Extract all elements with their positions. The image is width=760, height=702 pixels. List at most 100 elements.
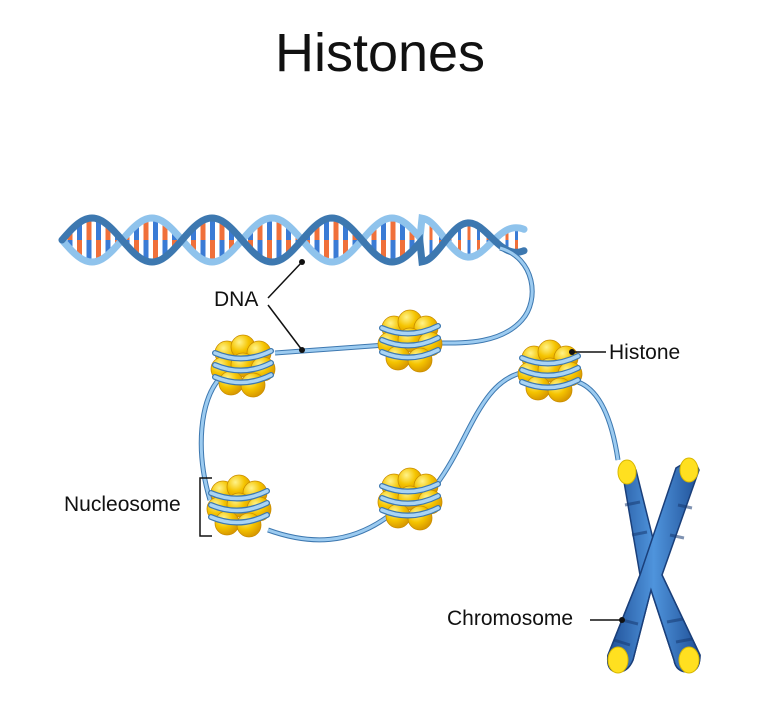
dna-wrap: [209, 513, 269, 525]
dna-base: [458, 240, 461, 254]
dna-base: [505, 240, 509, 250]
dna-base: [314, 224, 320, 240]
dna-base: [210, 240, 215, 262]
dna-base: [324, 240, 329, 262]
dna-base: [200, 220, 206, 240]
dna-base: [276, 219, 282, 240]
nucleosome-5: [517, 339, 583, 403]
dna-base: [343, 223, 348, 240]
dna-wrap: [213, 349, 273, 361]
dna-base: [86, 218, 92, 240]
dna-base: [286, 225, 291, 240]
dna-base: [371, 240, 377, 253]
dna-base: [86, 240, 92, 262]
dna-base: [191, 240, 196, 253]
dna-base: [143, 219, 149, 240]
nucleosome-label: Nucleosome: [64, 493, 181, 516]
dna-base: [219, 220, 225, 240]
dna-base: [210, 218, 215, 240]
dna-base: [409, 229, 415, 240]
dna-base: [429, 222, 433, 240]
dna-wrap: [520, 354, 580, 366]
dna-base: [162, 222, 168, 240]
dna-base: [458, 226, 461, 240]
dna-base: [324, 218, 329, 240]
dna-base: [229, 228, 234, 240]
chromosome-telomere-top-left: [617, 459, 637, 485]
chromosome-telomere-top-right: [679, 457, 699, 483]
dna-strand-2: [58, 214, 528, 266]
chromosome-shape: [606, 457, 701, 674]
dna-base: [229, 240, 234, 252]
dna-base: [267, 240, 272, 262]
nucleosome-3: [206, 474, 272, 538]
dna-base: [257, 222, 263, 240]
dna-base: [390, 240, 396, 262]
dna-base: [381, 220, 386, 240]
leader-dots: [299, 259, 625, 623]
dna-base: [333, 218, 339, 240]
dna-wrap: [380, 348, 440, 360]
dna-base: [371, 227, 377, 240]
dna-wrap: [380, 324, 440, 336]
dna-wrap: [213, 361, 273, 373]
nucleosome-4: [377, 467, 443, 531]
dna-base: [191, 227, 196, 240]
dna-label: DNA: [214, 288, 259, 311]
dna-base: [400, 240, 405, 259]
dna-base: [333, 240, 339, 262]
dna-wrap: [520, 378, 580, 390]
dna-base: [409, 240, 415, 251]
leader-lines: [199, 261, 622, 621]
dna-wrap: [209, 489, 269, 501]
dna-wrap: [380, 506, 440, 518]
dna-base: [477, 240, 480, 254]
dna-base: [467, 222, 471, 240]
dna-base: [390, 218, 396, 240]
dna-base: [134, 224, 139, 240]
dna-base: [143, 240, 149, 261]
dna-base: [515, 227, 518, 240]
nucleosome-2: [377, 309, 443, 373]
dna-strand-1: [58, 214, 528, 266]
dna-base: [276, 240, 282, 261]
histone-label: Histone: [609, 341, 681, 364]
dna-base: [162, 240, 168, 258]
dna-base: [153, 218, 158, 240]
chromosome-telomere-bottom-left: [607, 646, 629, 674]
dna-base: [96, 219, 101, 240]
dna-base: [400, 221, 405, 240]
dna-base: [257, 240, 263, 258]
dna-base: [134, 240, 139, 256]
dna-base: [105, 240, 111, 255]
dna-base: [77, 222, 82, 240]
dna-base: [219, 240, 225, 260]
chromosome-label: Chromosome: [447, 607, 574, 630]
diagram-title: Histones: [274, 23, 486, 83]
linker-dna: [198, 245, 621, 543]
dna-base: [286, 240, 291, 255]
dna-base: [153, 240, 158, 262]
dna-wrap: [520, 366, 580, 378]
dna-wrap: [380, 336, 440, 348]
dna-base: [505, 230, 509, 240]
dna-base: [200, 240, 206, 260]
dna-leader-upper: [267, 261, 303, 299]
nucleosome-group: [206, 309, 583, 538]
dna-base: [515, 240, 518, 253]
dna-wrap: [380, 494, 440, 506]
dna-base: [267, 218, 272, 240]
dna-wrap: [213, 373, 273, 385]
dna-wrap: [209, 501, 269, 513]
dna-base: [477, 226, 480, 240]
dna-leader-lower: [267, 304, 303, 351]
dna-base: [105, 225, 111, 240]
nucleosome-1: [210, 334, 276, 398]
chromosome-telomere-bottom-right: [678, 646, 700, 674]
dna-base: [96, 240, 101, 261]
nucleosome-bracket: [199, 477, 212, 537]
dna-base: [343, 240, 348, 257]
dna-base: [467, 240, 471, 258]
